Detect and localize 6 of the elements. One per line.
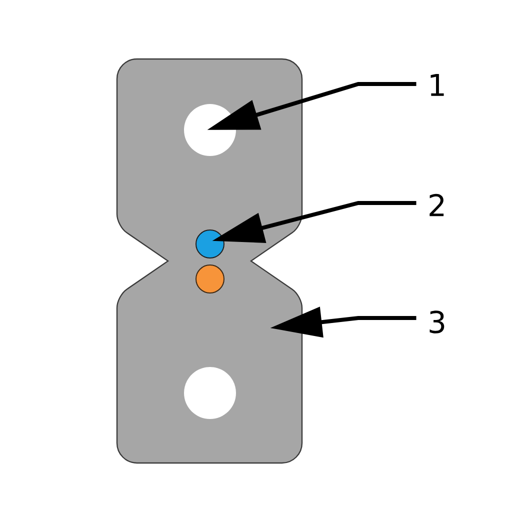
callout-number: 3 xyxy=(430,310,444,334)
callout-number: 1 xyxy=(430,74,444,96)
callout-number: 2 xyxy=(430,194,444,216)
fiber-circle xyxy=(196,230,224,258)
fiber-circle xyxy=(196,264,224,294)
hole xyxy=(184,367,236,419)
